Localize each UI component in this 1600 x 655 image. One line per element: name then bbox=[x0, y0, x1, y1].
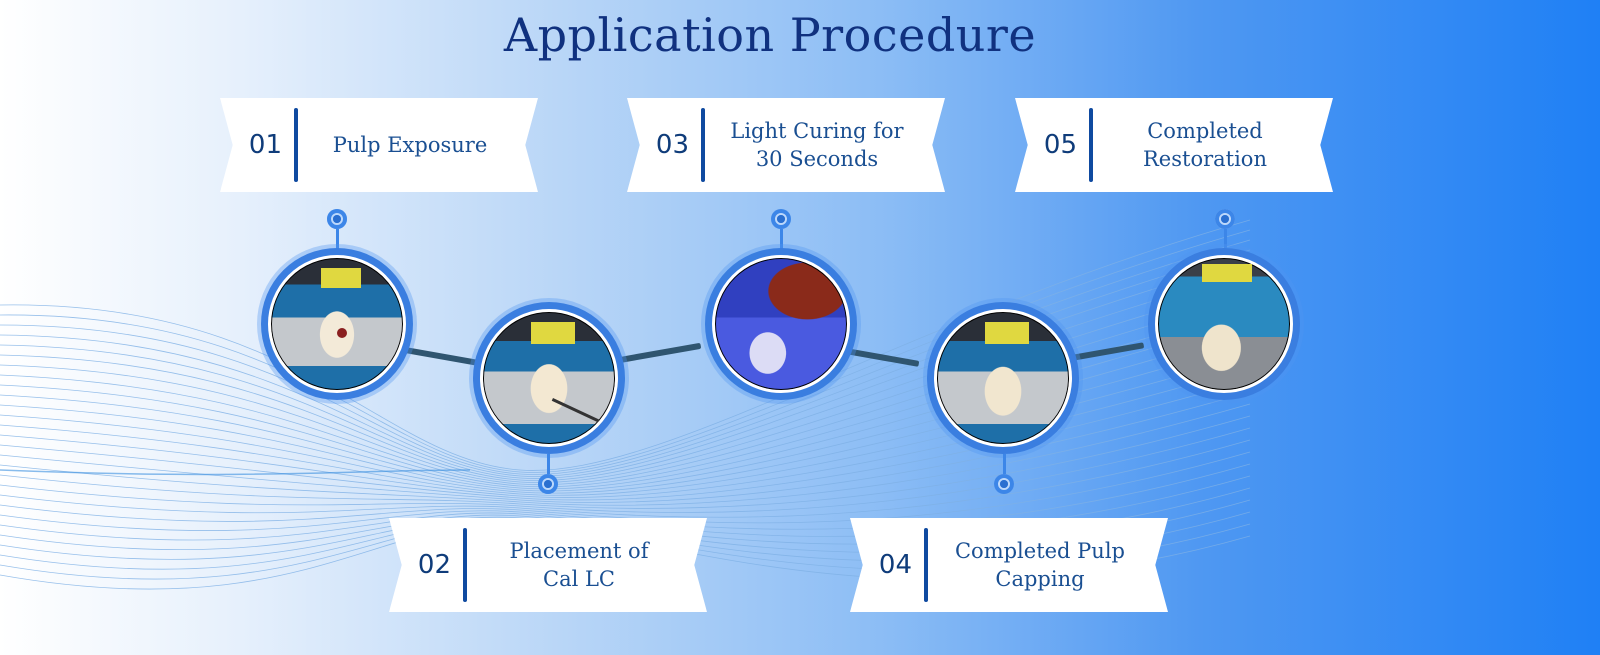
pin-stem bbox=[780, 229, 783, 249]
divider bbox=[924, 528, 928, 602]
divider bbox=[294, 108, 298, 182]
step-number: 03 bbox=[655, 130, 689, 160]
step-label: Pulp Exposure bbox=[332, 133, 488, 157]
step-number: 04 bbox=[878, 550, 912, 580]
step-photo-04 bbox=[927, 302, 1079, 454]
divider bbox=[463, 528, 467, 602]
pin-stem bbox=[1003, 454, 1006, 474]
step-photo-02 bbox=[473, 302, 625, 454]
pin-icon bbox=[994, 474, 1014, 494]
pin-icon bbox=[327, 209, 347, 229]
pin-stem bbox=[547, 454, 550, 474]
step-photo-05 bbox=[1148, 248, 1300, 400]
step-number: 05 bbox=[1043, 130, 1077, 160]
step-banner-01: 01 Pulp Exposure bbox=[220, 98, 538, 192]
title-text: Application Procedure bbox=[503, 8, 1037, 62]
pin-icon bbox=[1215, 209, 1235, 229]
pin-stem bbox=[1224, 229, 1227, 249]
page-title: Application Procedure bbox=[0, 8, 1600, 62]
step-number: 02 bbox=[417, 550, 451, 580]
pin-stem bbox=[336, 229, 339, 249]
step-photo-01 bbox=[261, 248, 413, 400]
step-photo-03 bbox=[705, 248, 857, 400]
divider bbox=[1089, 108, 1093, 182]
divider bbox=[701, 108, 705, 182]
pin-icon bbox=[538, 474, 558, 494]
pin-icon bbox=[771, 209, 791, 229]
step-number: 01 bbox=[248, 130, 282, 160]
